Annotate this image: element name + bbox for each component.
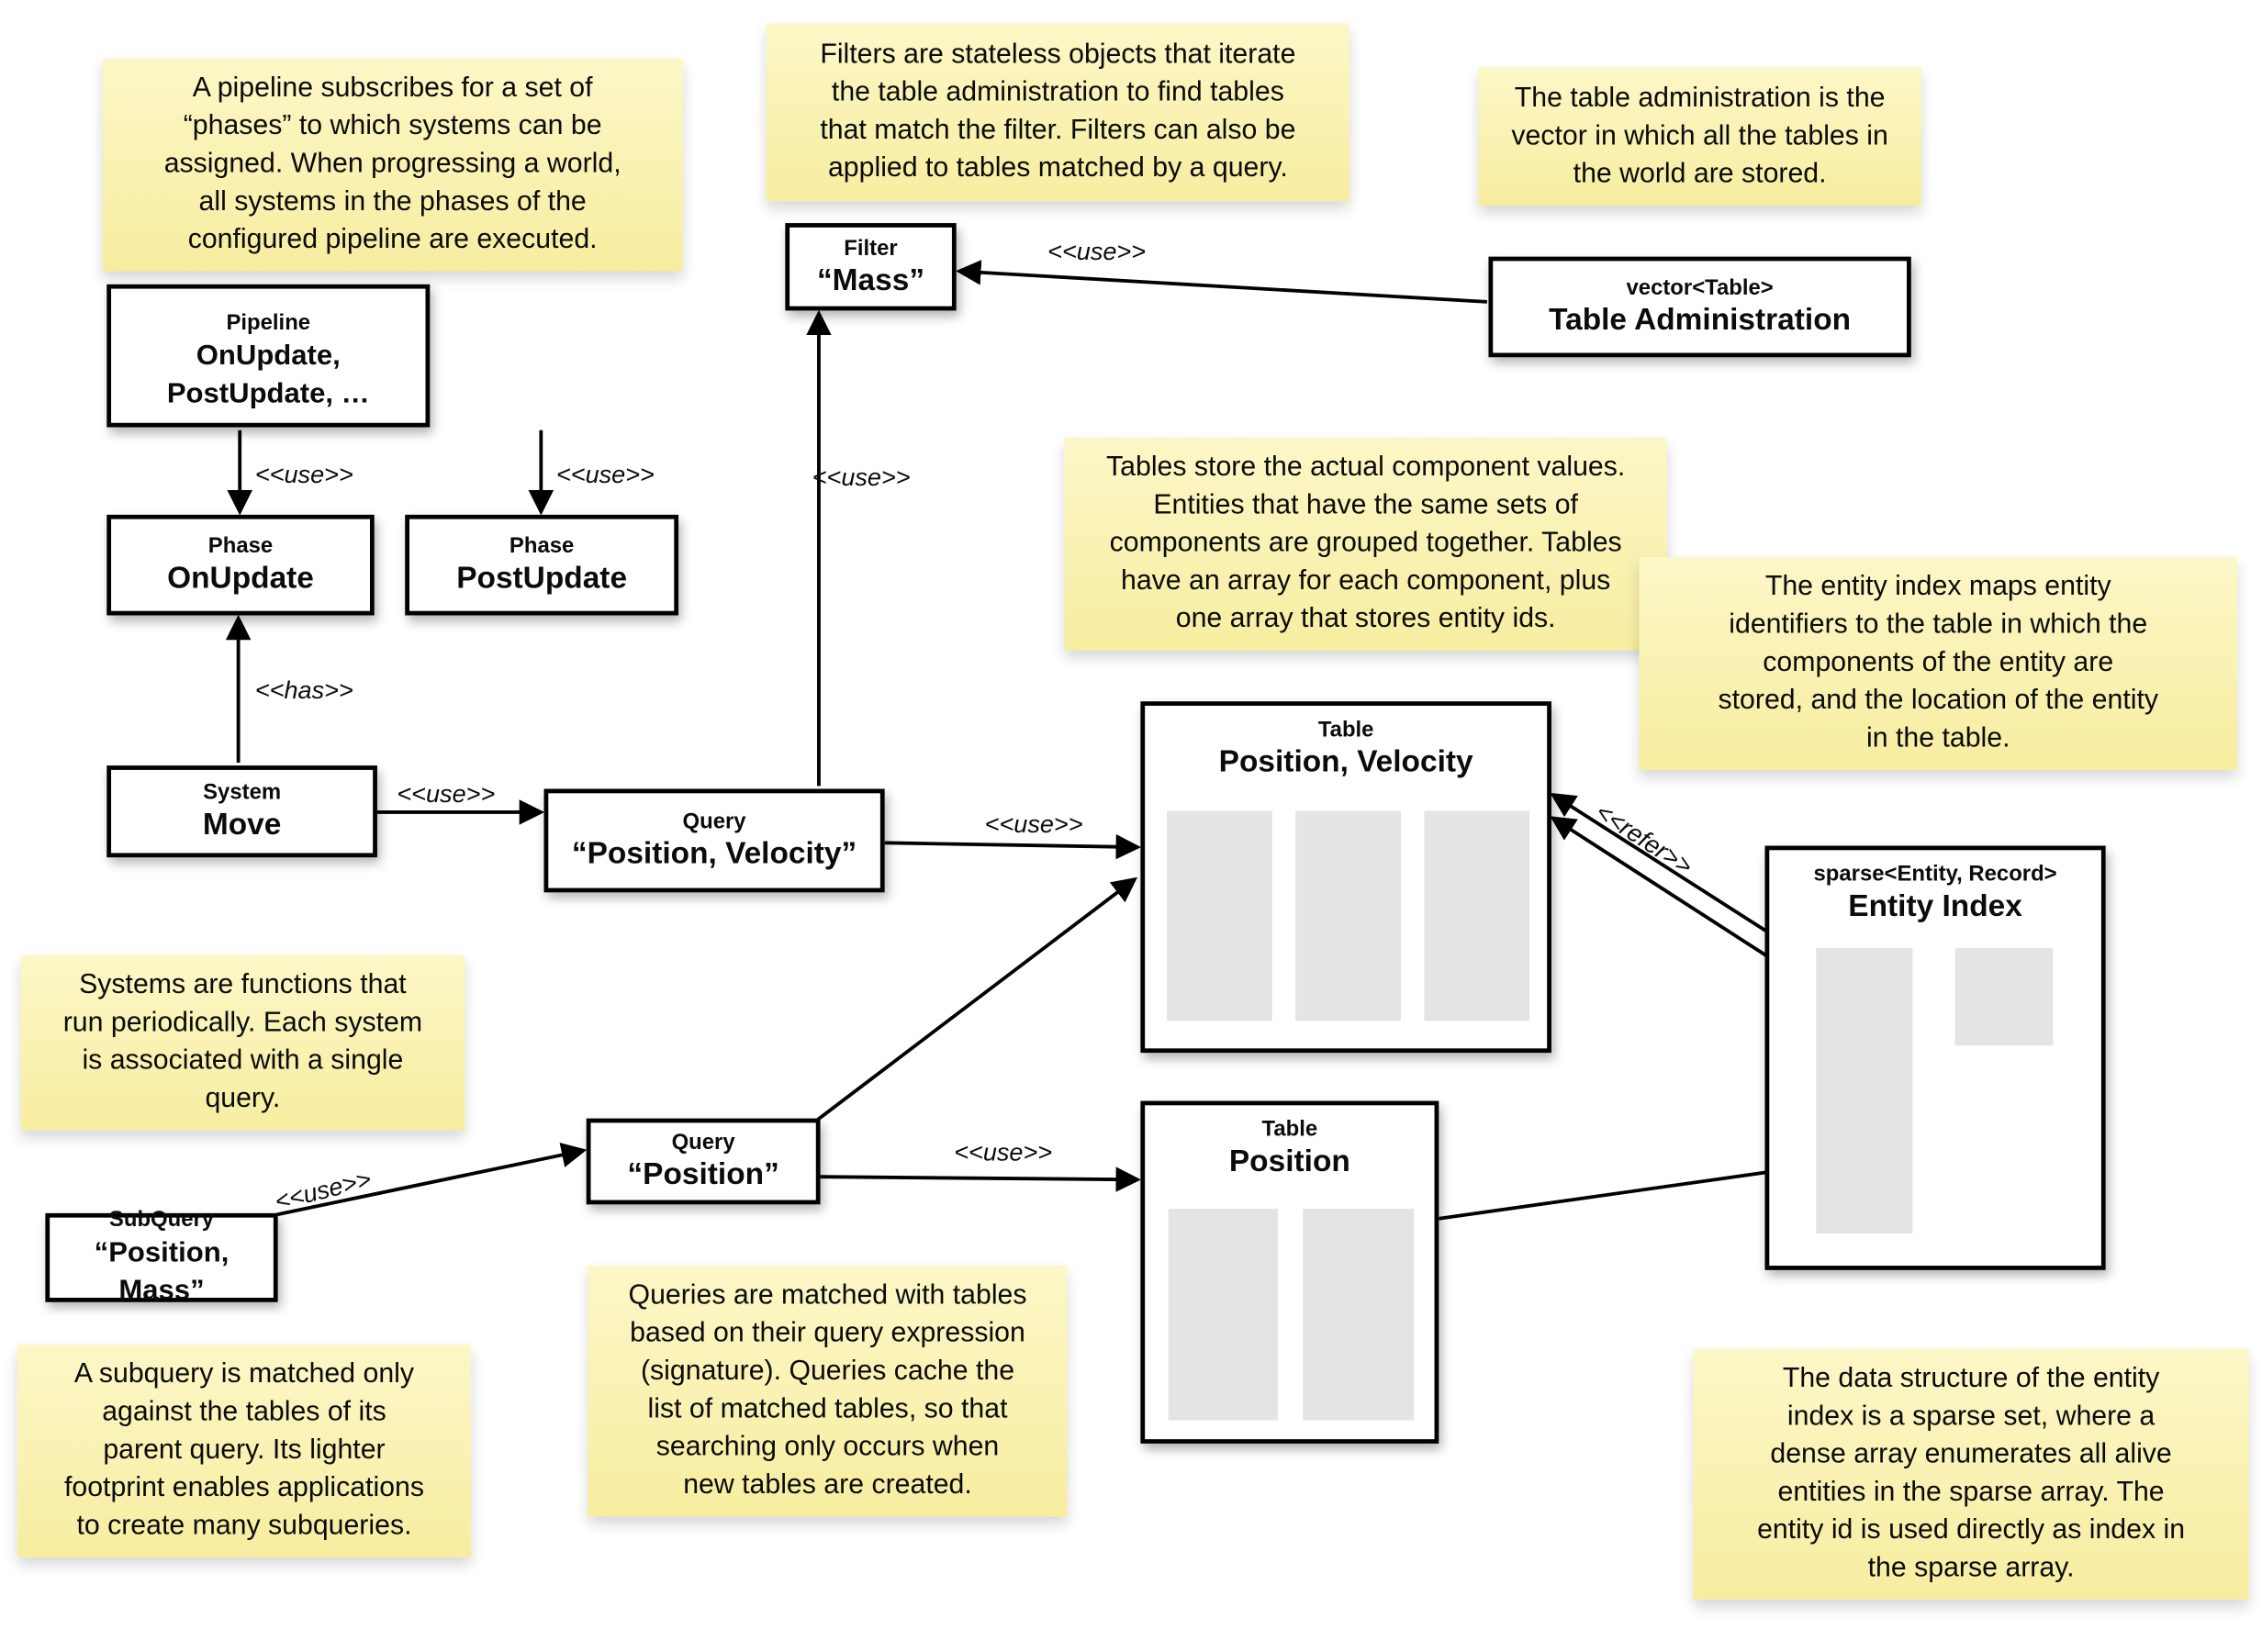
box-entity-index-name: Entity Index [1848,889,2022,923]
box-table-administration: vector<Table> Table Administration [1488,256,1911,358]
note-subquery: A subquery is matched only against the t… [17,1344,471,1557]
box-filter-mass-stereotype: Filter [844,235,898,261]
note-queries: Queries are matched with tables based on… [588,1266,1068,1517]
component-array-1 [1167,810,1272,1021]
edge-queryp-tablepv [816,876,1138,1122]
box-subquery-position-mass: SubQuery “Position, Mass” [45,1208,278,1307]
box-phase-onupdate-name: OnUpdate [167,561,314,596]
box-pipeline-stereotype: Pipeline [226,310,311,336]
position-array-2 [1303,1209,1415,1421]
box-pipeline-name: OnUpdate, PostUpdate, … [166,340,370,410]
box-subquery-position-mass-name: “Position, Mass” [94,1236,230,1307]
edge-tableadmin-filter [956,260,1487,304]
box-table-position-velocity-stereotype: Table [1317,717,1374,742]
edge-label-use-pipeline-onupdate: <<use>> [254,461,353,489]
box-filter-mass-name: “Mass” [816,262,925,297]
note-systems: Systems are functions that run periodica… [20,954,465,1131]
edge-label-use-querypv-tablepv: <<use>> [984,810,1083,839]
box-system-move-stereotype: System [203,780,282,806]
component-array-2 [1295,810,1401,1021]
edge-label-use-query-filter: <<use>> [812,463,911,492]
box-table-position-stereotype: Table [1261,1117,1318,1143]
box-pipeline: Pipeline OnUpdate, PostUpdate, … [106,284,431,428]
box-system-move-name: Move [202,808,282,842]
box-phase-postupdate-name: PostUpdate [456,561,628,596]
edge-label-refer: <<refer>> [1590,798,1697,881]
box-query-position-stereotype: Query [671,1130,735,1155]
edge-label-use-queryp-tablep: <<use>> [954,1138,1053,1167]
position-array-1 [1168,1209,1279,1421]
box-phase-postupdate: Phase PostUpdate [405,514,679,616]
note-table-admin: The table administration is the vector i… [1478,67,1921,206]
box-phase-onupdate-stereotype: Phase [207,533,274,559]
box-query-position-velocity: Query “Position, Velocity” [543,788,885,893]
note-tables: Tables store the actual component values… [1064,437,1667,651]
box-query-position-name: “Position” [627,1157,779,1192]
box-table-position-name: Position [1228,1144,1350,1178]
sparse-array [1816,947,1913,1234]
box-table-administration-stereotype: vector<Table> [1626,275,1774,301]
dense-array [1954,947,2054,1046]
box-query-position: Query “Position” [586,1118,821,1205]
box-table-position-velocity-name: Position, Velocity [1218,744,1473,779]
note-pipeline: A pipeline subscribes for a set of “phas… [102,58,683,272]
box-phase-onupdate: Phase OnUpdate [106,514,375,616]
edge-querypv-tablepv [884,833,1142,860]
edge-queryp-tablep [820,1166,1142,1192]
note-sparse-set: The data structure of the entity index i… [1693,1348,2249,1600]
edge-label-use-tableadmin-filter: <<use>> [1047,237,1147,266]
edge-label-use-subquery-queryp: <<use>> [272,1165,375,1216]
edge-label-use-move-query: <<use>> [397,780,496,809]
box-system-move: System Move [106,765,377,858]
edge-label-has-move-onupdate: <<has>> [254,676,353,705]
box-query-position-velocity-stereotype: Query [682,809,746,834]
edge-entityindex-tablep [1412,1163,1819,1232]
box-table-administration-name: Table Administration [1549,303,1852,338]
box-query-position-velocity-name: “Position, Velocity” [571,836,857,871]
box-subquery-position-mass-stereotype: SubQuery [108,1207,215,1233]
note-entity-index: The entity index maps entity identifiers… [1639,556,2237,770]
edge-label-use-pipeline-postupdate: <<use>> [555,461,655,489]
box-phase-postupdate-stereotype: Phase [509,533,575,559]
box-entity-index-stereotype: sparse<Entity, Record> [1813,861,2057,887]
note-filters: Filters are stateless objects that itera… [766,23,1350,202]
box-filter-mass: Filter “Mass” [785,223,957,311]
component-array-3 [1424,810,1530,1021]
